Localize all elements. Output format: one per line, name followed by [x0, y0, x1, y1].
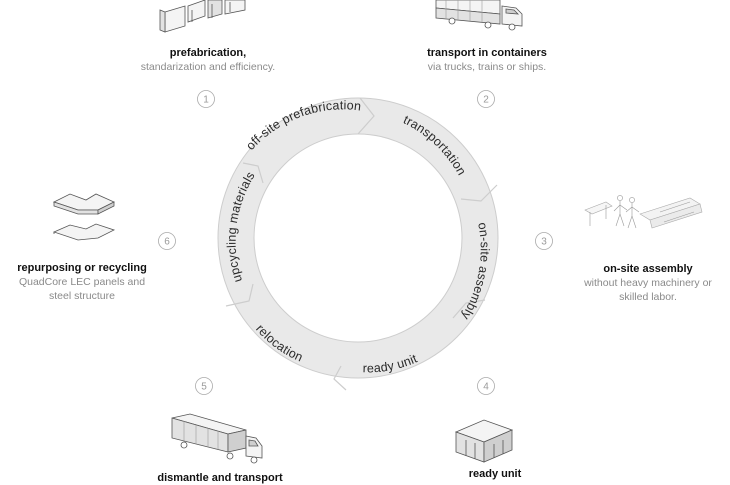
container-truck-icon	[435, 0, 523, 31]
step-3-title: on-site assembly	[603, 263, 693, 275]
assembly-workers-icon	[584, 195, 703, 229]
step-number-4: 4	[477, 377, 495, 395]
svg-text:4: 4	[483, 382, 489, 393]
step-4-title: ready unit	[468, 468, 522, 480]
stacked-panels-icon	[52, 193, 116, 241]
relocation-truck-icon	[171, 413, 263, 464]
caption-step-2: transport in containers via trucks, trai…	[412, 46, 562, 74]
step-number-3: 3	[535, 232, 553, 250]
svg-text:6: 6	[164, 237, 170, 248]
step-1-title: prefabrication,	[169, 47, 247, 59]
ring-chevron	[225, 283, 254, 307]
ring-chevron	[460, 184, 498, 202]
ring-chevron	[452, 299, 486, 319]
svg-text:5: 5	[201, 382, 207, 393]
step-numbers: 1 2 3 4 5 6	[158, 90, 553, 395]
step-3-subtitle-line-1: without heavy machinery or	[584, 277, 712, 289]
ring-chevron	[333, 365, 347, 391]
step-1-subtitle: standarization and efficiency.	[140, 61, 276, 73]
ring-chevron	[242, 162, 264, 184]
caption-step-4: ready unit	[440, 467, 550, 481]
step-number-6: 6	[158, 232, 176, 250]
caption-step-6: repurposing or recycling QuadCore LEC pa…	[4, 261, 160, 303]
step-6-subtitle-line-1: QuadCore LEC panels and	[18, 276, 146, 288]
step-2-subtitle: via trucks, trains or ships.	[427, 61, 547, 73]
step-number-2: 2	[477, 90, 495, 108]
svg-text:1: 1	[203, 95, 209, 106]
step-number-5: 5	[195, 377, 213, 395]
caption-step-5: dismantle and transport	[130, 471, 310, 485]
step-6-subtitle-line-2: steel structure	[49, 290, 115, 302]
step-6-title: repurposing or recycling	[17, 262, 147, 274]
step-3-subtitle-line-2: skilled labor.	[619, 291, 677, 303]
ring-chevron	[357, 97, 375, 135]
step-2-title: transport in containers	[427, 47, 547, 59]
prefab-panels-icon	[159, 0, 246, 33]
caption-step-3: on-site assembly without heavy machinery…	[568, 262, 728, 304]
caption-step-1: prefabrication, standarization and effic…	[128, 46, 288, 74]
ready-unit-building-icon	[454, 419, 514, 463]
step-5-title: dismantle and transport	[157, 472, 283, 484]
svg-text:3: 3	[541, 237, 547, 248]
cycle-ring: off-site prefabrication transportation o…	[217, 97, 499, 391]
svg-text:2: 2	[483, 95, 489, 106]
step-number-1: 1	[197, 90, 215, 108]
